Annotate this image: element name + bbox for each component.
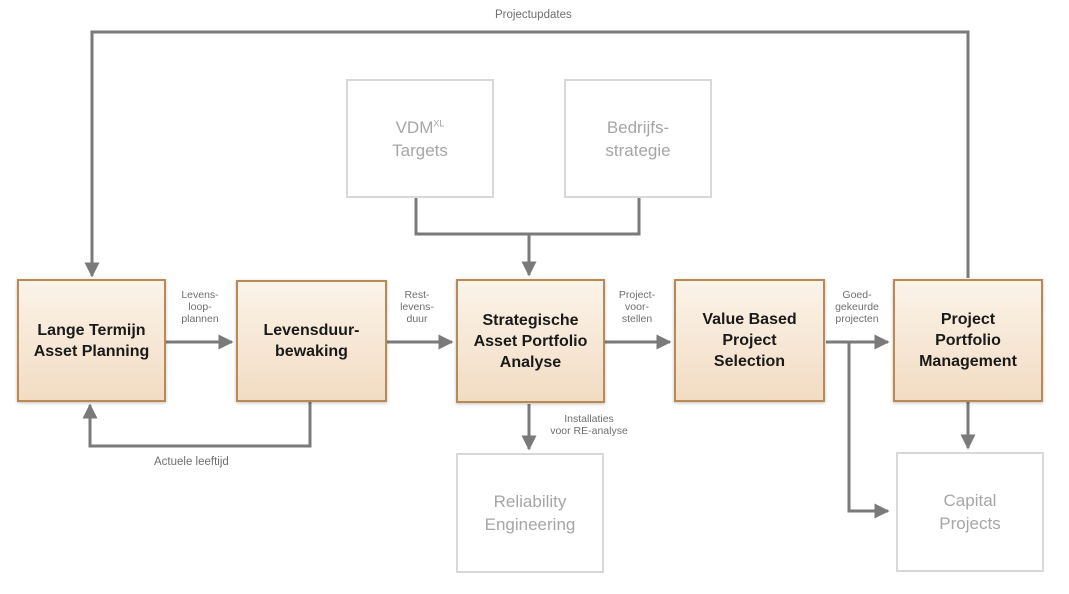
label-text: voor RE-analyse: [550, 425, 628, 437]
label-goedgekeurde-projecten: Goed- gekeurde projecten: [825, 289, 889, 325]
box-lange-termijn-asset-planning: Lange Termijn Asset Planning: [17, 279, 166, 402]
box-text: Strategische: [482, 311, 579, 329]
projectupdates-arrow: [84, 30, 970, 278]
label-text: projecten: [835, 313, 879, 325]
label-levensloopplannen: Levens- loop- plannen: [176, 289, 224, 325]
label-text: Installaties: [564, 413, 614, 425]
box-text: Bedrijfs-: [606, 117, 670, 137]
box-strategische-asset-portfolio-analyse: Strategische Asset Portfolio Analyse: [456, 279, 605, 403]
label-text: Levens-: [181, 289, 219, 301]
label-restlevensduur: Rest- levens- duur: [395, 289, 439, 325]
box-text: Analyse: [499, 353, 562, 371]
label-actuele-leeftijd: Actuele leeftijd: [154, 456, 229, 468]
box-text: Lange Termijn: [37, 321, 146, 339]
label-text: Goed-: [842, 289, 872, 301]
box-text: Capital: [943, 491, 997, 510]
box-text: Management: [919, 353, 1017, 370]
box-levensduurbewaking: Levensduur- bewaking: [236, 280, 387, 402]
box-text: VDMXL: [395, 117, 445, 137]
box-text: strategie: [605, 140, 671, 160]
box-text: Asset Portfolio: [473, 332, 588, 350]
box-text: Engineering: [484, 515, 576, 534]
box-text: Levensduur-: [263, 322, 360, 339]
box-capital-projects: Capital Projects: [896, 452, 1044, 572]
box-text: Portfolio: [935, 332, 1001, 349]
box-text: Value Based: [702, 311, 797, 328]
label-text: Project-: [618, 289, 656, 301]
box-text: bewaking: [275, 343, 348, 360]
box-reliability-engineering: Reliability Engineering: [456, 453, 604, 573]
label-projectvoorstellen: Project- voor- stellen: [612, 289, 662, 325]
box-text: Selection: [713, 353, 786, 370]
label-text: levens-: [400, 301, 434, 313]
box-project-portfolio-management: Project Portfolio Management: [893, 279, 1043, 402]
box-bedrijfsstrategie: Bedrijfs- strategie: [564, 79, 712, 198]
label-text: Rest-: [404, 289, 430, 301]
box-value-based-project-selection: Value Based Project Selection: [674, 279, 825, 402]
box-text: Project: [940, 311, 996, 328]
actuele-leeftijd-arrow: [82, 402, 312, 448]
label-text: gekeurde: [835, 301, 879, 313]
box-text: Projects: [939, 514, 1001, 533]
box-vdm-targets: VDMXL Targets: [346, 79, 494, 198]
box-text: Targets: [392, 140, 448, 160]
label-text: loop-: [188, 301, 212, 313]
vdm-connector: [414, 197, 641, 236]
box-text: Project: [722, 332, 777, 349]
box-text: Reliability: [493, 492, 567, 511]
label-text: stellen: [621, 313, 653, 325]
capital-branch-arrow: [847, 342, 890, 519]
label-text: plannen: [181, 313, 219, 325]
label-text: duur: [406, 313, 428, 325]
label-installaties-re-analyse: Installaties voor RE-analyse: [534, 413, 644, 437]
label-projectupdates: Projectupdates: [495, 9, 572, 21]
label-text: voor-: [625, 301, 649, 313]
box-text: Asset Planning: [33, 342, 150, 360]
